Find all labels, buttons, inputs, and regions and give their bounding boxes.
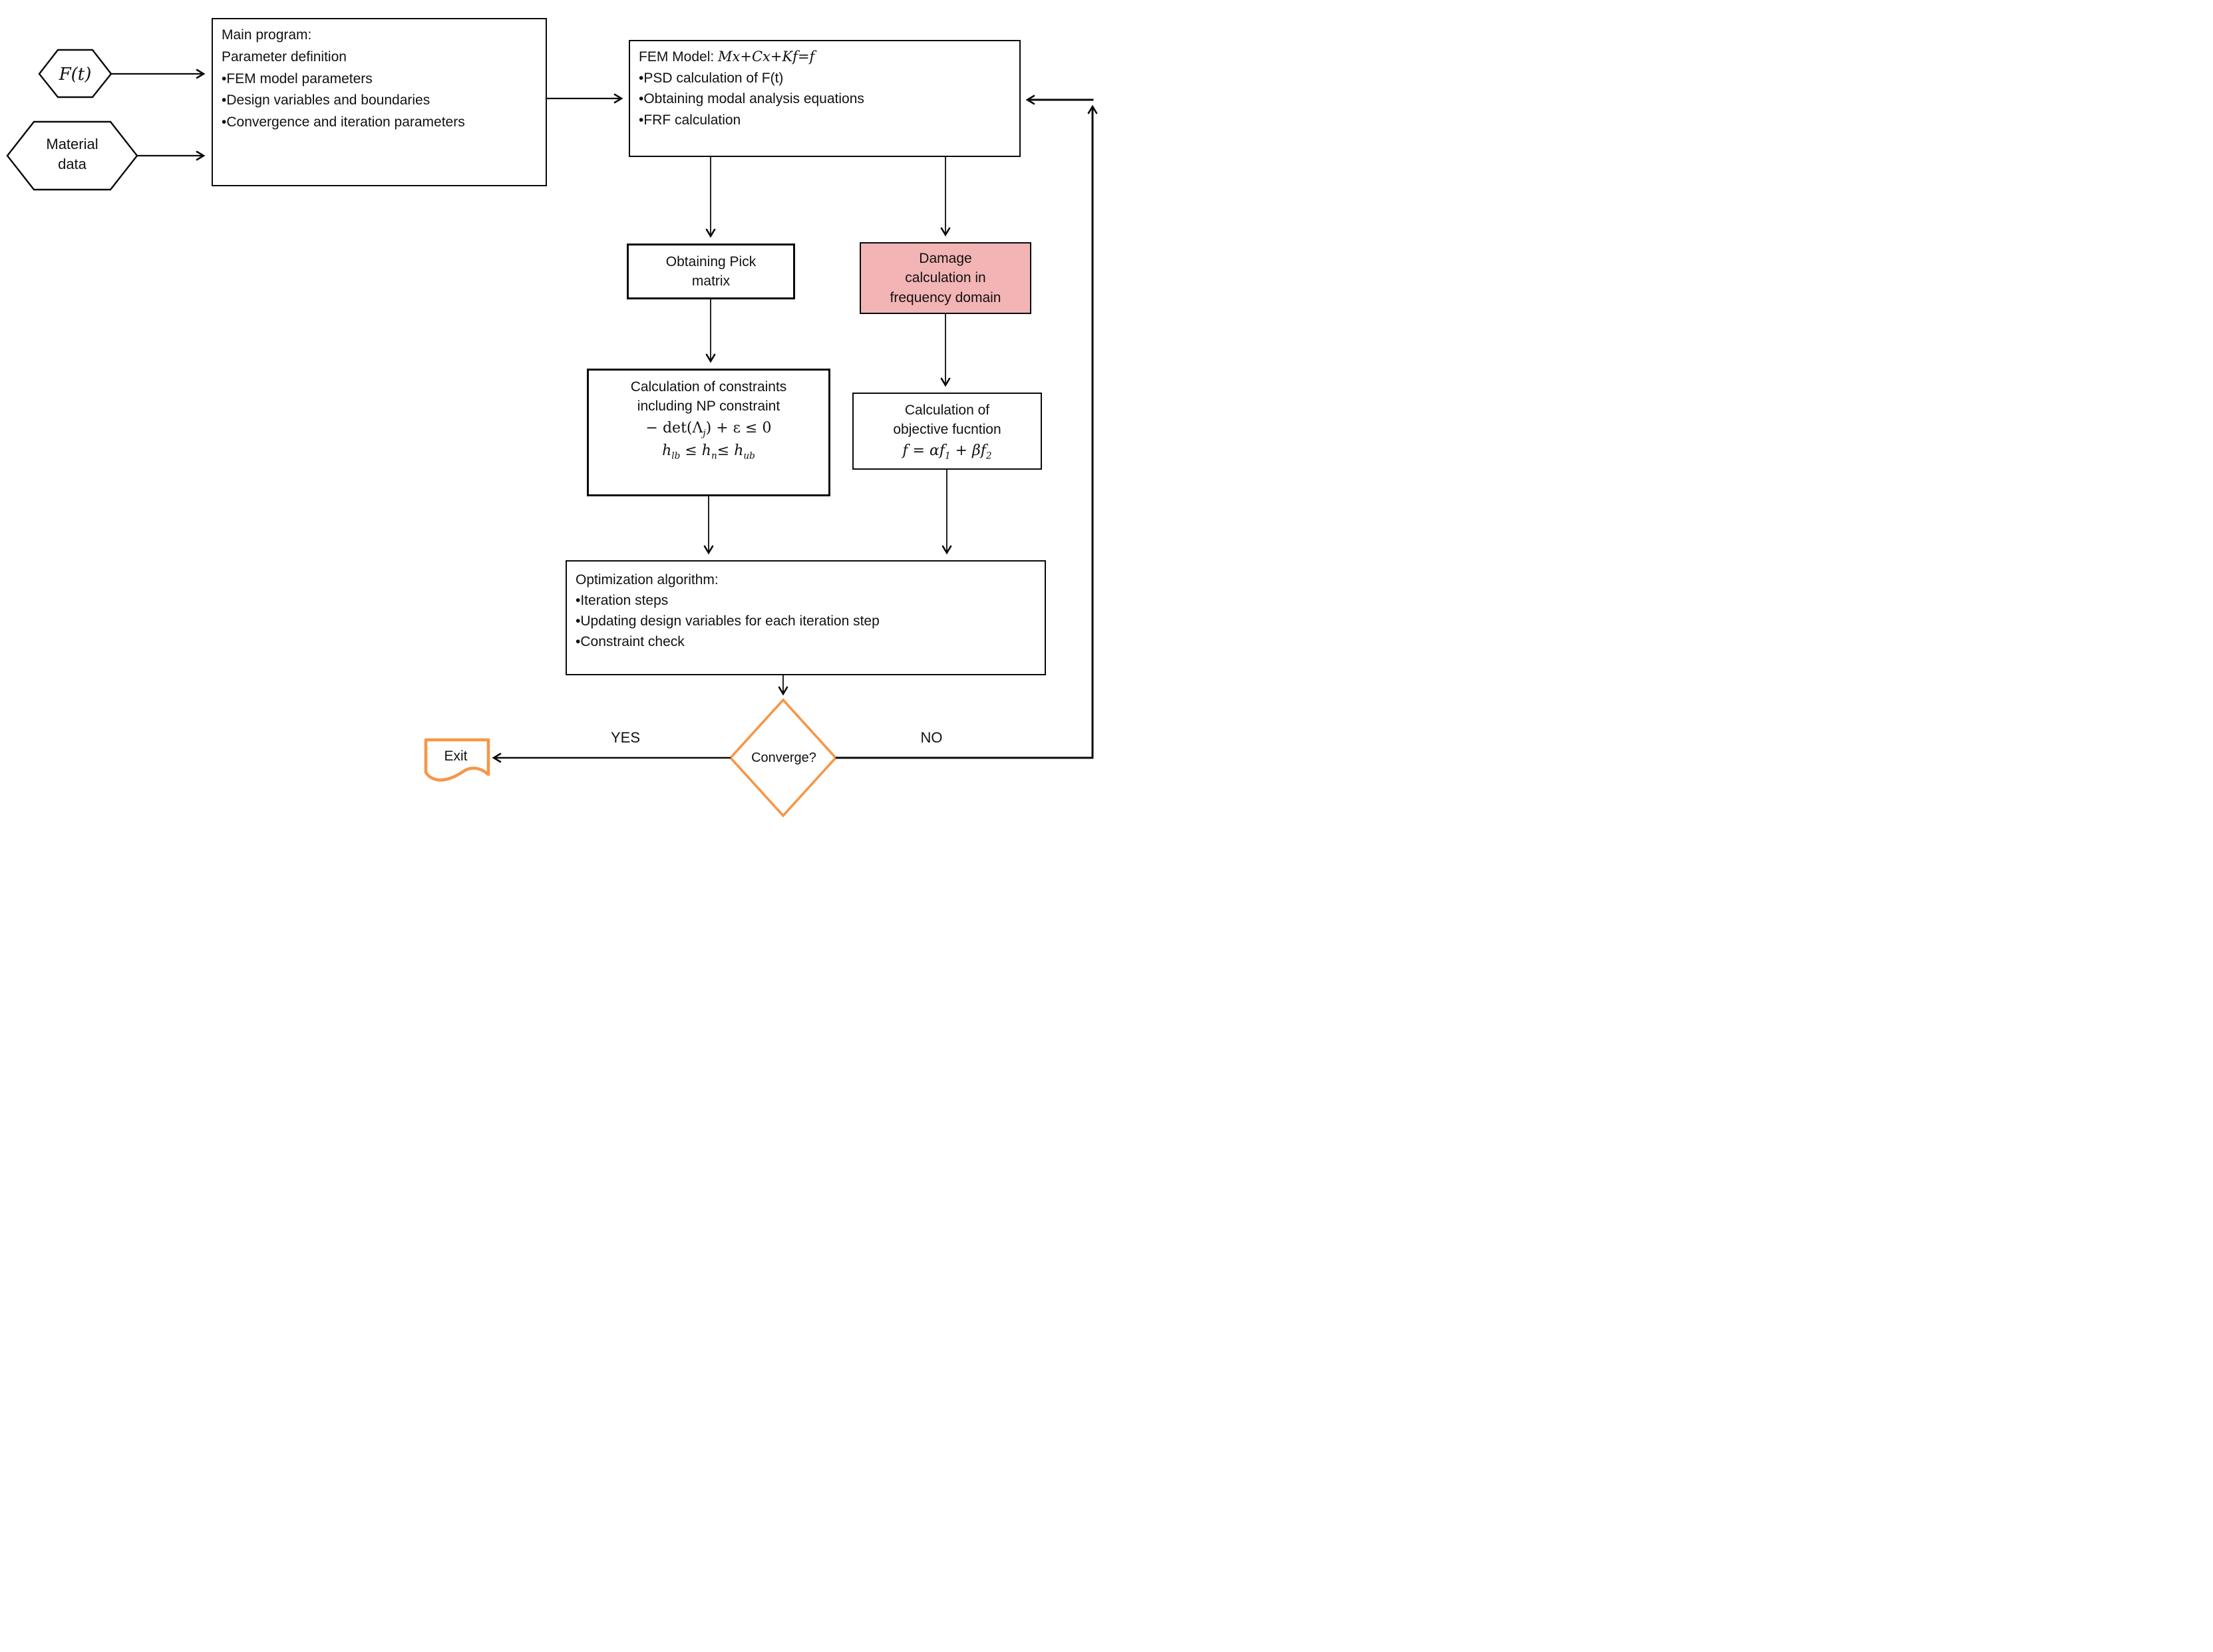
main-program-subtitle: Parameter definition [222, 49, 347, 65]
main-program-title: Main program: [222, 27, 312, 43]
damage-line2: calculation in [905, 270, 986, 286]
connector-layer [6, 49, 1098, 818]
no-label: NO [920, 729, 943, 746]
constraints-line2: including NP constraint [637, 399, 780, 414]
eq-b-s2: n [711, 450, 717, 461]
material-data-line1: Material [46, 136, 98, 152]
eq-b-s3: ub [743, 450, 755, 461]
damage-line3: frequency domain [890, 289, 1001, 305]
material-data-line2: data [58, 155, 86, 172]
eq-obj-p1: f = αf [902, 442, 945, 460]
fem-model-bullet: •PSD calculation of F(t) [639, 70, 784, 86]
exit-document-shape [424, 738, 490, 782]
fem-model-bullet: •FRF calculation [639, 112, 741, 128]
converge-diamond-shape [729, 698, 838, 818]
exit-label: Exit [444, 748, 468, 764]
main-program-box: Main program: Parameter definition •FEM … [212, 18, 547, 186]
pick-matrix-box: Obtaining Pick matrix [627, 244, 795, 299]
fem-model-bullet: •Obtaining modal analysis equations [639, 91, 864, 106]
fem-model-title-text: FEM Model: [639, 49, 719, 65]
constraints-box: Calculation of constraints including NP … [587, 369, 830, 496]
flowchart-canvas: F(t) Material data Main program: Paramet… [0, 0, 1106, 826]
objective-line1: Calculation of [904, 402, 990, 418]
ft-label: F(t) [59, 65, 92, 84]
objective-equation: f = αf1 + βf2 [902, 441, 991, 462]
constraints-equation-bounds: hlb ≤ hn≤ hub [662, 441, 755, 462]
optimization-bullet: •Constraint check [576, 634, 685, 650]
material-data-label: Material data [7, 134, 137, 174]
eq-b-h1: h [662, 442, 672, 459]
fem-model-title-equation: Mx+Cx+Kf=f [718, 49, 815, 65]
main-program-bullet: •Convergence and iteration parameters [222, 114, 465, 130]
optimization-title: Optimization algorithm: [576, 572, 719, 587]
main-program-bullet: •Design variables and boundaries [222, 92, 430, 108]
fem-model-box: FEM Model: Mx+Cx+Kf=f •PSD calculation o… [629, 40, 1021, 157]
constraints-equation-np: − det(Λj) + ε ≤ 0 [646, 418, 772, 439]
eq-obj-p2: + βf [950, 442, 986, 460]
pick-matrix-line2: matrix [691, 273, 731, 289]
eq-np-post: ) + ε ≤ 0 [705, 419, 772, 436]
yes-label: YES [610, 729, 641, 746]
optimization-box: Optimization algorithm: •Iteration steps… [566, 560, 1046, 675]
eq-obj-s1: 1 [944, 450, 951, 462]
pick-matrix-line1: Obtaining Pick [665, 253, 757, 269]
objective-function-box: Calculation of objective fucntion f = αf… [852, 393, 1042, 470]
eq-b-m1: ≤ h [680, 442, 711, 459]
fem-model-title: FEM Model: Mx+Cx+Kf=f [639, 47, 1011, 68]
optimization-bullet: •Iteration steps [576, 593, 669, 609]
constraints-line1: Calculation of constraints [630, 379, 787, 395]
eq-b-s1: lb [671, 450, 681, 461]
damage-calculation-box: Damage calculation in frequency domain [860, 242, 1031, 314]
main-program-bullet: •FEM model parameters [222, 71, 373, 86]
eq-obj-s2: 2 [985, 450, 992, 462]
converge-label: Converge? [751, 750, 816, 765]
eq-np-sub: j [703, 428, 706, 439]
eq-b-m2: ≤ h [717, 442, 744, 459]
eq-np-pre: − det(Λ [645, 419, 703, 436]
damage-line1: Damage [919, 250, 972, 266]
objective-line2: objective fucntion [893, 422, 1001, 438]
optimization-bullet: •Updating design variables for each iter… [576, 613, 880, 629]
